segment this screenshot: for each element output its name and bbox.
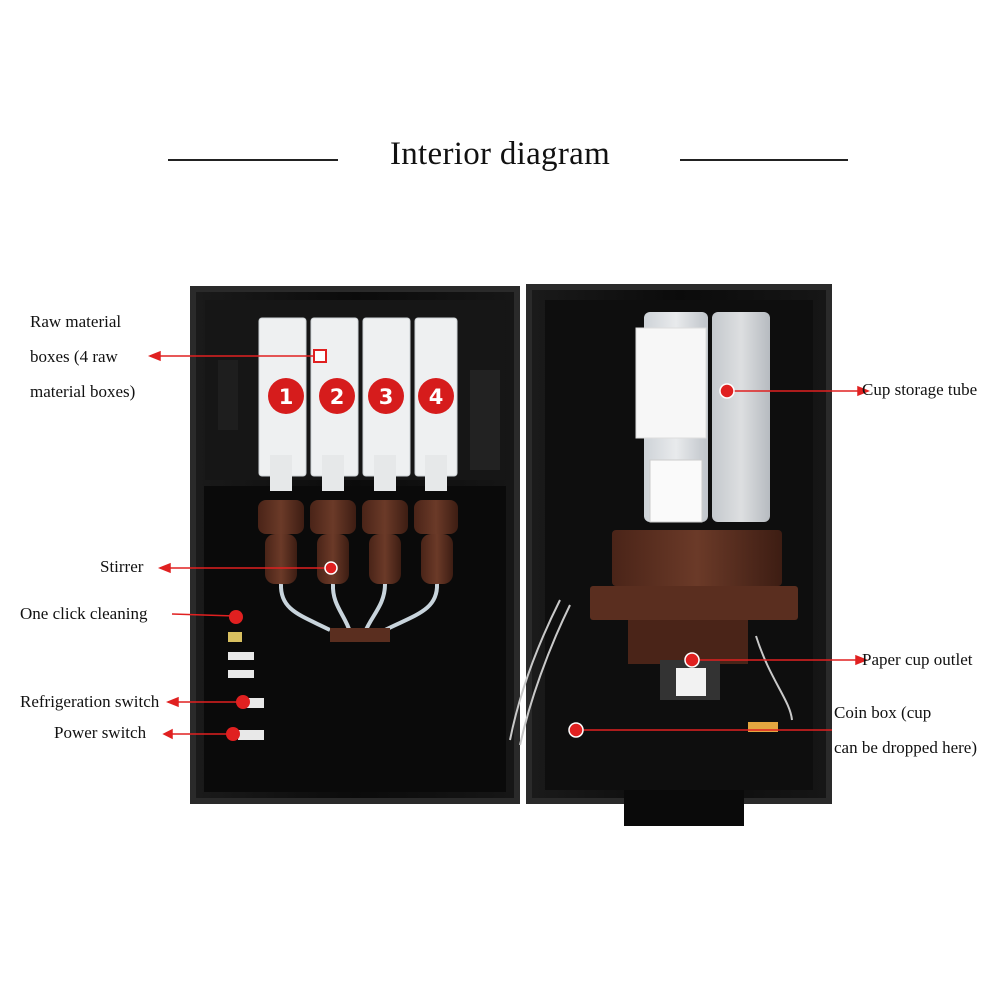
annotation-arrows: [147, 349, 871, 741]
arrow-cup-storage-head: [857, 385, 871, 397]
title-rule-left: [168, 159, 338, 161]
control-panel: [228, 632, 264, 740]
label-refrigeration-switch: Refrigeration switch: [20, 692, 160, 711]
arrow-stirrer-head: [157, 562, 171, 574]
wiring: [509, 599, 793, 746]
label-raw-material-line3: material boxes): [30, 382, 136, 401]
label-coin-box-line2: can be dropped here): [834, 738, 978, 757]
tubes: [278, 583, 440, 633]
marker-cleaning: [229, 610, 243, 624]
page-title: Interior diagram: [389, 136, 611, 172]
label-paper-cup-outlet: Paper cup outlet: [862, 650, 973, 669]
marker-stirrer: [324, 561, 338, 575]
label-raw-material-line1: Raw material: [30, 312, 122, 331]
badge-1: [268, 378, 304, 414]
marker-raw-material: [313, 349, 327, 363]
label-power-switch: Power switch: [54, 723, 147, 742]
badge-2-label: 2: [330, 385, 345, 409]
coin-slot-part: [748, 722, 778, 732]
arrow-paper-cup-head: [855, 654, 869, 666]
badge-4-label: 4: [429, 385, 444, 409]
badge-1-label: 1: [279, 385, 294, 409]
nozzle-block: [330, 628, 390, 642]
marker-paper-cup: [684, 652, 700, 668]
badge-2: [319, 378, 355, 414]
number-badges: 1 2 3 4: [268, 378, 454, 414]
arrow-raw-material-head: [147, 350, 161, 362]
badge-3-label: 3: [379, 385, 394, 409]
mixing-bowls: [258, 500, 458, 584]
arrow-power-head: [162, 728, 173, 740]
label-cup-storage-tube: Cup storage tube: [862, 380, 978, 399]
label-one-click-cleaning: One click cleaning: [20, 604, 148, 623]
marker-refrigeration: [236, 695, 250, 709]
label-coin-box-line1: Coin box (cup: [834, 703, 932, 722]
badge-4: [418, 378, 454, 414]
arrow-cleaning: [171, 613, 236, 617]
marker-cup-storage: [719, 383, 735, 399]
title-rule-right: [680, 159, 848, 161]
arrow-refrigeration-head: [165, 696, 179, 708]
label-stirrer: Stirrer: [100, 557, 144, 576]
cup-storage-tubes: [635, 312, 770, 523]
marker-power: [226, 727, 240, 741]
marker-coin-box: [568, 722, 584, 738]
label-raw-material-line2: boxes (4 raw: [30, 347, 118, 366]
badge-3: [368, 378, 404, 414]
